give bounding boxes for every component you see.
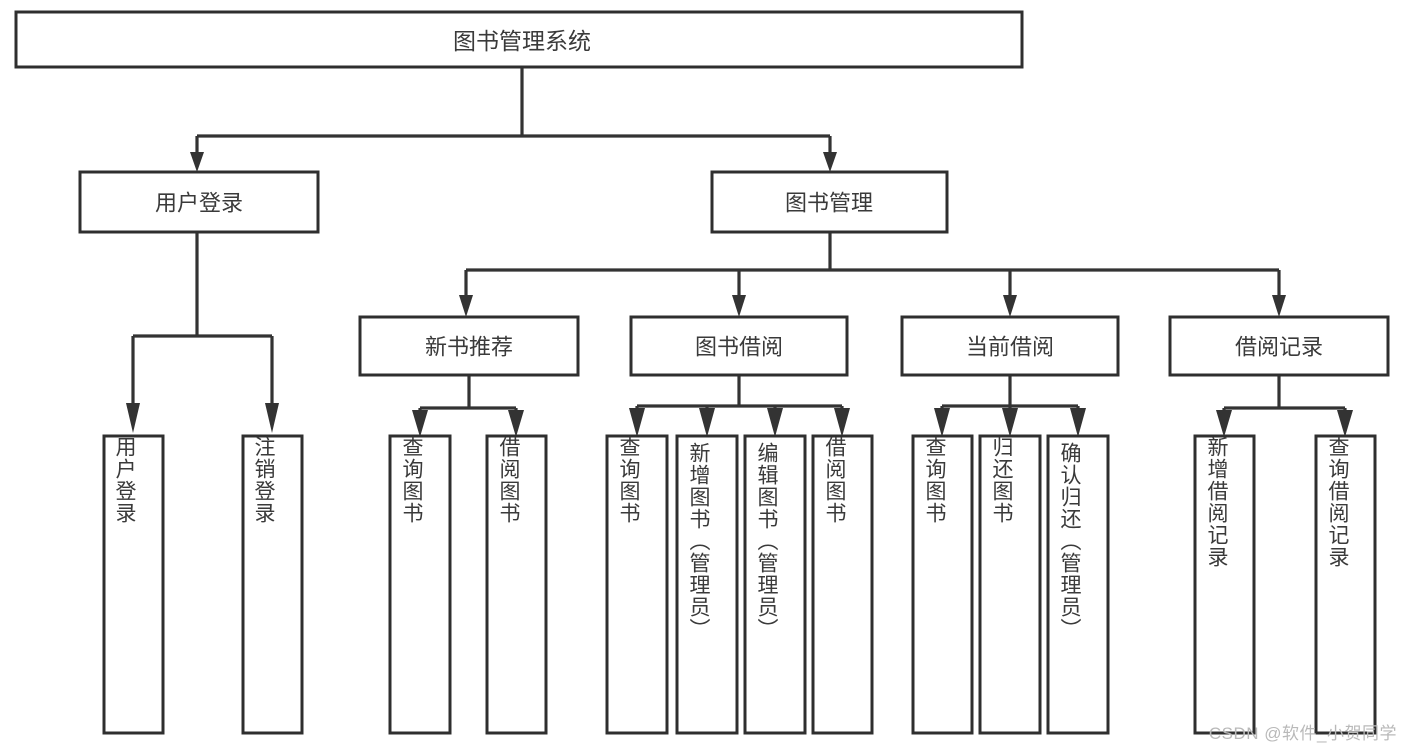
node-leaf-add-record[interactable] [1193, 434, 1256, 735]
node-book-manage[interactable]: 图书管理 [710, 170, 949, 234]
arrow-bb-leaf4 [834, 408, 850, 437]
arrow-to-borrow-record [1272, 295, 1286, 317]
arrow-bb-leaf1 [629, 408, 645, 437]
arrow-to-user-login [190, 152, 204, 172]
arrow-cb-leaf1 [934, 408, 950, 437]
arrow-bb-leaf3 [767, 408, 783, 437]
node-leaf-query-book-1[interactable] [388, 434, 452, 735]
arrow-to-book-manage [823, 152, 837, 172]
node-user-login-label: 用户登录 [155, 191, 243, 216]
node-leaf-borrow-book-2[interactable] [811, 434, 874, 735]
node-leaf-query-book-3[interactable] [911, 434, 974, 735]
node-leaf-user-login[interactable] [102, 434, 165, 735]
node-borrow-record[interactable]: 借阅记录 [1168, 315, 1390, 377]
arrow-to-new-book-rec [459, 295, 473, 317]
arrow-br-leaf2 [1337, 410, 1353, 437]
node-leaf-borrow-book-1[interactable] [485, 434, 548, 735]
node-leaf-return-book[interactable] [978, 434, 1042, 735]
node-leaf-query-record[interactable] [1314, 434, 1377, 735]
node-new-book-rec[interactable]: 新书推荐 [358, 315, 580, 377]
arrow-user-login-leaf2 [265, 403, 279, 433]
arrow-nbr-leaf2 [508, 410, 524, 437]
node-user-login[interactable]: 用户登录 [78, 170, 320, 234]
node-borrow-record-label: 借阅记录 [1235, 335, 1323, 360]
node-new-book-rec-label: 新书推荐 [425, 335, 513, 360]
node-book-borrow-label: 图书借阅 [695, 335, 783, 360]
node-leaf-query-book-2[interactable] [605, 434, 669, 735]
arrow-cb-leaf2 [1002, 408, 1018, 437]
arrow-nbr-leaf1 [412, 410, 428, 437]
node-book-manage-label: 图书管理 [785, 191, 873, 216]
node-current-borrow-label: 当前借阅 [966, 335, 1054, 360]
node-root[interactable]: 图书管理系统 [14, 10, 1024, 69]
node-root-label: 图书管理系统 [453, 28, 591, 54]
node-book-borrow[interactable]: 图书借阅 [629, 315, 849, 377]
arrow-bb-leaf2 [699, 408, 715, 437]
arrow-to-book-borrow [732, 295, 746, 317]
watermark-text: CSDN @软件_小贺同学 [1208, 724, 1397, 743]
edge-layer [126, 67, 1353, 437]
arrow-to-current-borrow [1003, 295, 1017, 317]
node-current-borrow[interactable]: 当前借阅 [900, 315, 1120, 377]
arrow-br-leaf1 [1216, 410, 1232, 437]
arrow-user-login-leaf1 [126, 403, 140, 433]
node-leaf-add-book[interactable] [675, 434, 739, 735]
node-leaf-edit-book[interactable] [743, 434, 807, 735]
arrow-cb-leaf3 [1070, 408, 1086, 437]
node-leaf-user-logout[interactable] [241, 434, 304, 735]
node-leaf-confirm-return[interactable] [1046, 434, 1110, 735]
